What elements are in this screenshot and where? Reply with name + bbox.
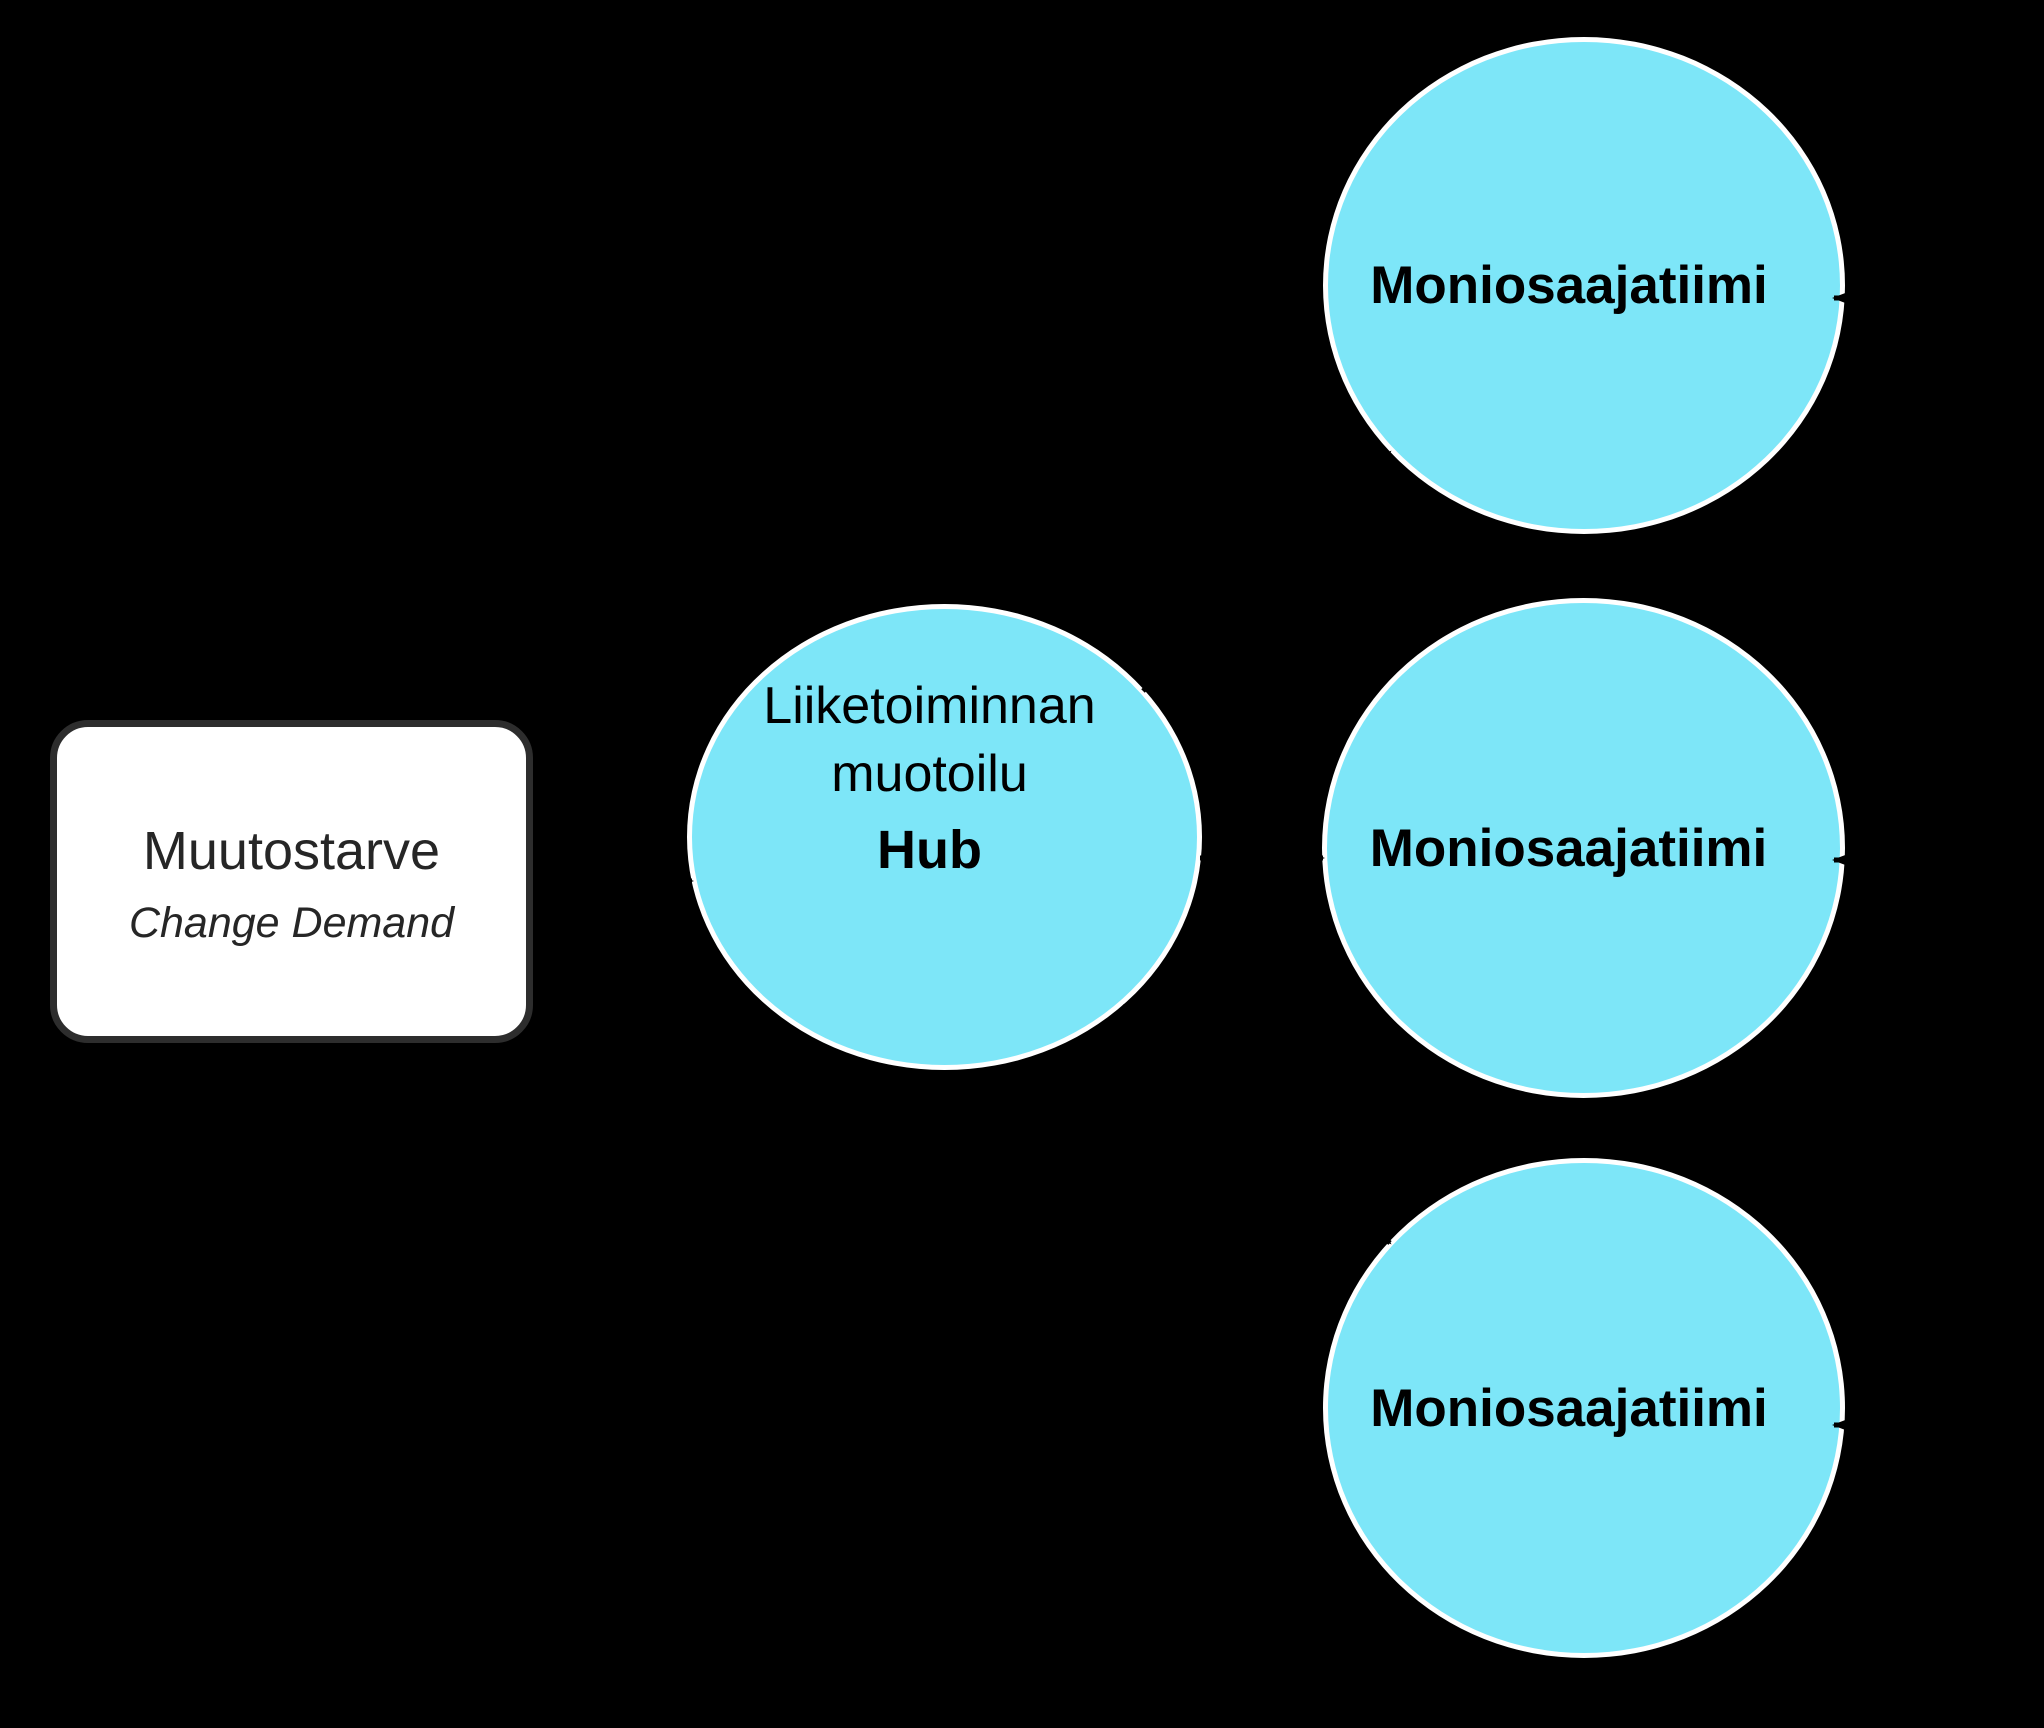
edge-hub-to-team-bottom [1120,1004,1392,1245]
change-demand-subtitle: Change Demand [128,899,455,948]
hub-label-line3: Hub [877,819,982,880]
team-middle-label: Moniosaajatiimi [1369,818,1768,878]
hub-label-stack: Liiketoiminnan muotoilu Hub [763,673,1095,884]
team-bottom-label: Moniosaajatiimi [1370,1378,1768,1438]
node-change-demand: Muutostarve Change Demand [50,720,533,1043]
hub-label-line1: Liiketoiminnan [763,677,1096,736]
change-demand-label-stack: Muutostarve Change Demand [129,819,454,949]
node-team-middle: Moniosaajatiimi [1322,598,1845,1098]
hub-label-line2: muotoilu [831,744,1028,803]
node-team-bottom: Moniosaajatiimi [1323,1158,1845,1658]
team-top-label: Moniosaajatiimi [1370,256,1768,315]
node-hub: Liiketoiminnan muotoilu Hub [687,604,1202,1070]
node-team-top: Moniosaajatiimi [1323,37,1845,534]
edge-hub-to-team-top [1141,450,1392,693]
change-demand-title: Muutostarve [142,821,441,882]
